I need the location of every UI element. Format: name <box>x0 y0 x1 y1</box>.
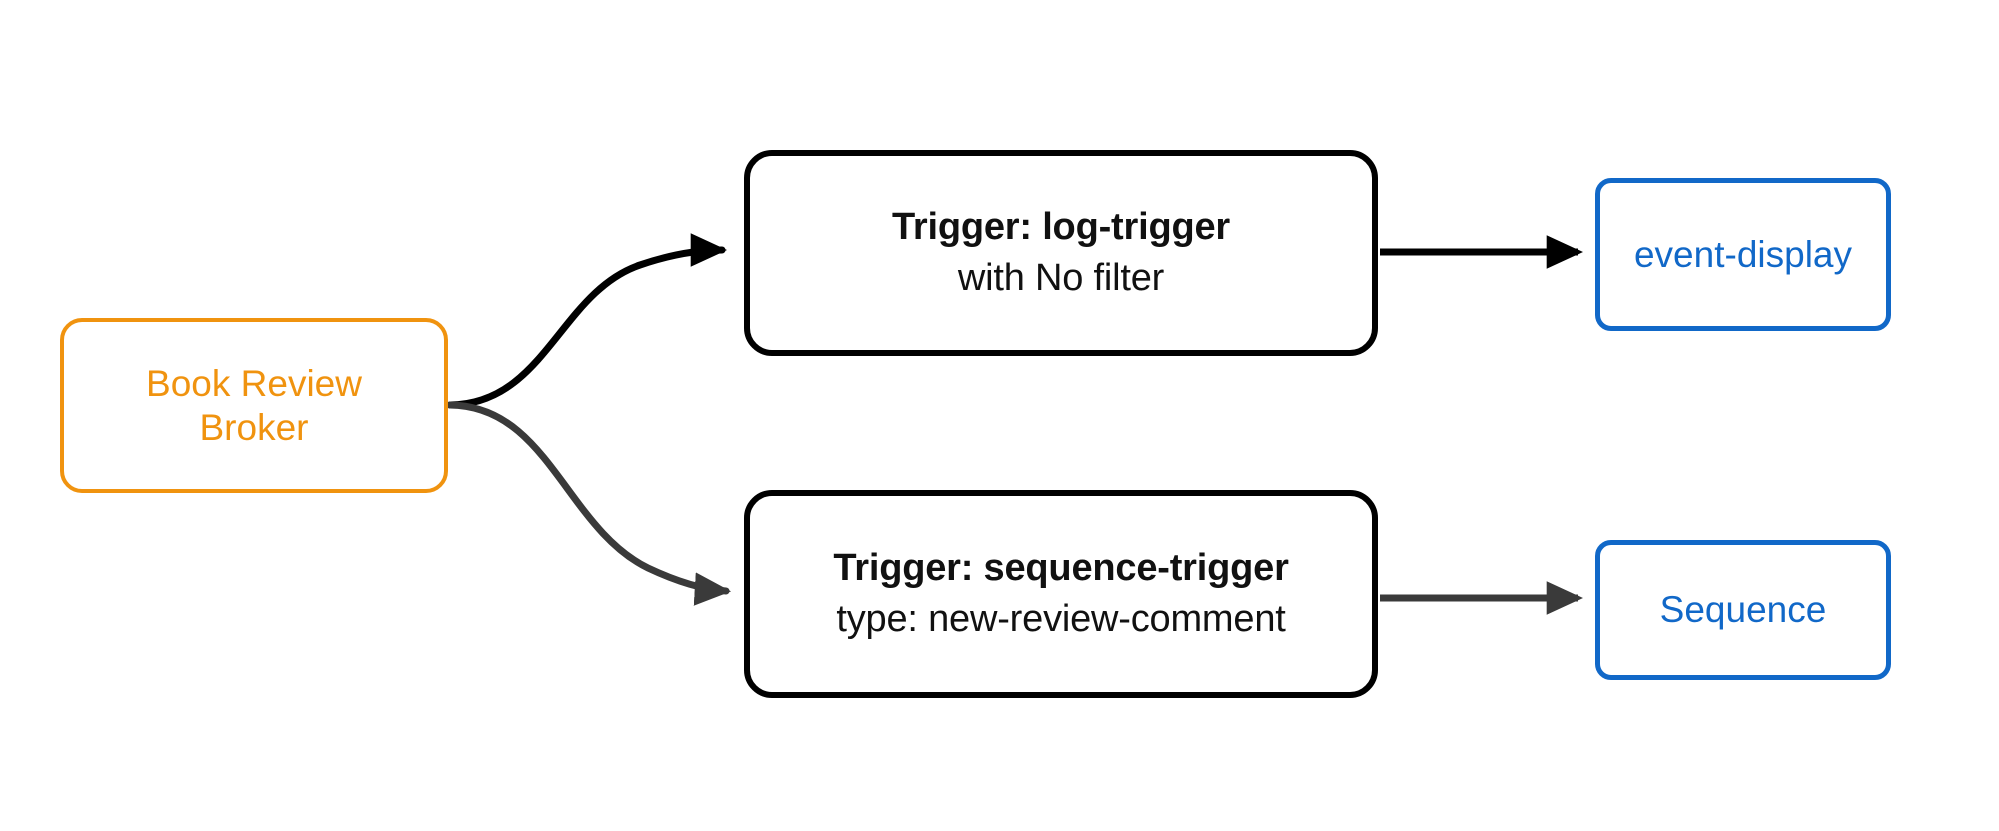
node-trigger-log-trigger[interactable]: Trigger: log-trigger with No filter <box>744 150 1378 356</box>
trigger-log-title: Trigger: log-trigger <box>891 206 1230 249</box>
node-sequence[interactable]: Sequence <box>1595 540 1891 680</box>
node-trigger-sequence-trigger[interactable]: Trigger: sequence-trigger type: new-revi… <box>744 490 1378 698</box>
broker-label-line-2: Broker <box>199 406 309 448</box>
node-book-review-broker[interactable]: Book Review Broker <box>60 318 448 493</box>
sequence-label: Sequence <box>1659 589 1827 631</box>
trigger-log-subtitle: with No filter <box>957 257 1165 299</box>
node-event-display[interactable]: event-display <box>1595 178 1891 331</box>
edge-broker-to-sequence-trigger <box>446 401 732 606</box>
event-display-label: event-display <box>1633 233 1852 275</box>
broker-label-line-1: Book Review <box>146 362 362 404</box>
trigger-sequence-subtitle: type: new-review-comment <box>836 598 1286 640</box>
edge-broker-to-log-trigger <box>446 233 728 409</box>
trigger-sequence-title: Trigger: sequence-trigger <box>833 547 1289 590</box>
